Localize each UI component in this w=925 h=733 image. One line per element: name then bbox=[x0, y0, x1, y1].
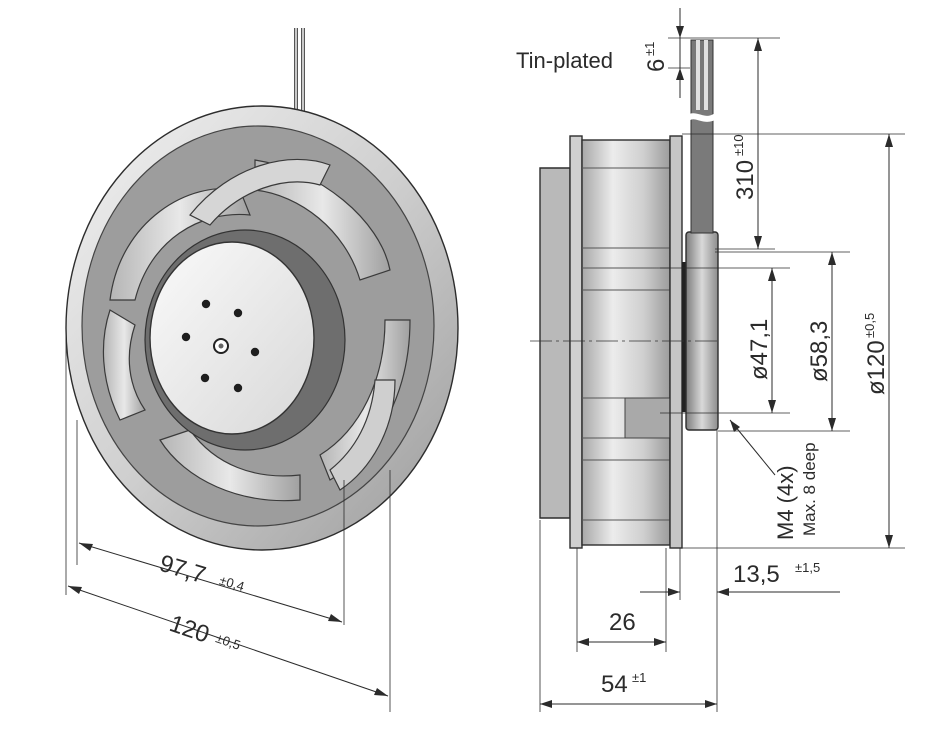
dim-flange-thickness-tol: ±1,5 bbox=[795, 560, 820, 575]
dim-outer-tol: ±0,5 bbox=[862, 313, 877, 338]
dim-cable-length: 310 ±10 bbox=[731, 38, 762, 249]
hub-center-pin bbox=[218, 343, 224, 349]
dim-lead-length: 6 ±1 bbox=[642, 8, 684, 98]
blade-shadow bbox=[624, 397, 671, 439]
inlet-lip bbox=[539, 167, 571, 519]
dim-depth-26-value: 26 bbox=[609, 609, 636, 636]
dim-lead-tol: ±1 bbox=[642, 42, 657, 56]
dim-inlet-diameter: 97,7 ±0,4 bbox=[78, 542, 343, 623]
dim-overall-diameter-perspective: 120 ±0,5 bbox=[67, 585, 389, 697]
dim-overall-depth-value: 54 bbox=[601, 671, 628, 698]
cable-break bbox=[686, 113, 718, 122]
dim-hub-value: ø47,1 bbox=[746, 319, 773, 380]
back-plate bbox=[669, 135, 683, 549]
dim-overall-depth-tol: ±1 bbox=[632, 670, 646, 685]
thread-note-line2: Max. 8 deep bbox=[800, 442, 819, 536]
motor-gasket bbox=[682, 262, 686, 412]
fan-side-view: Tin-plated 6 ±1 310 ±10 bbox=[516, 8, 905, 712]
dim-cable-value: 310 bbox=[732, 160, 759, 200]
dim-overall-value: 120 bbox=[166, 610, 213, 649]
lead-wire bbox=[704, 40, 708, 110]
impeller-body-side bbox=[581, 139, 671, 546]
dim-hub-diameter: ø47,1 bbox=[746, 268, 776, 413]
hub-mounting-holes bbox=[181, 299, 260, 393]
cable-side bbox=[690, 39, 714, 234]
thread-note: M4 (4x) Max. 8 deep bbox=[729, 419, 819, 540]
dim-flange-thickness: 13,5 ±1,5 bbox=[640, 560, 840, 596]
rotor-hub bbox=[149, 241, 315, 435]
lead-wire bbox=[696, 40, 700, 110]
tin-plated-label: Tin-plated bbox=[516, 48, 613, 73]
dim-cable-tol: ±10 bbox=[731, 134, 746, 156]
front-ring-edge bbox=[569, 135, 583, 549]
dim-depth-26: 26 bbox=[577, 609, 666, 646]
dim-lead-value: 6 bbox=[643, 59, 670, 72]
dim-flange-diameter: ø58,3 bbox=[806, 252, 836, 431]
dim-inlet-tol: ±0,4 bbox=[218, 572, 246, 594]
fan-perspective-view: 97,7 ±0,4 120 ±0,5 bbox=[65, 28, 459, 712]
dim-inlet-value: 97,7 bbox=[156, 550, 209, 589]
thread-note-line1: M4 (4x) bbox=[773, 465, 798, 540]
dim-outer-diameter: ø120 ±0,5 bbox=[862, 134, 893, 548]
dim-overall-tol: ±0,5 bbox=[214, 630, 243, 652]
dim-outer-value: ø120 bbox=[863, 340, 890, 395]
dim-overall-depth: 54 ±1 bbox=[540, 670, 717, 708]
dim-flange-value: ø58,3 bbox=[806, 321, 833, 382]
dim-flange-thickness-value: 13,5 bbox=[733, 561, 780, 588]
motor-flange bbox=[685, 231, 719, 431]
impeller-blades bbox=[102, 158, 411, 502]
